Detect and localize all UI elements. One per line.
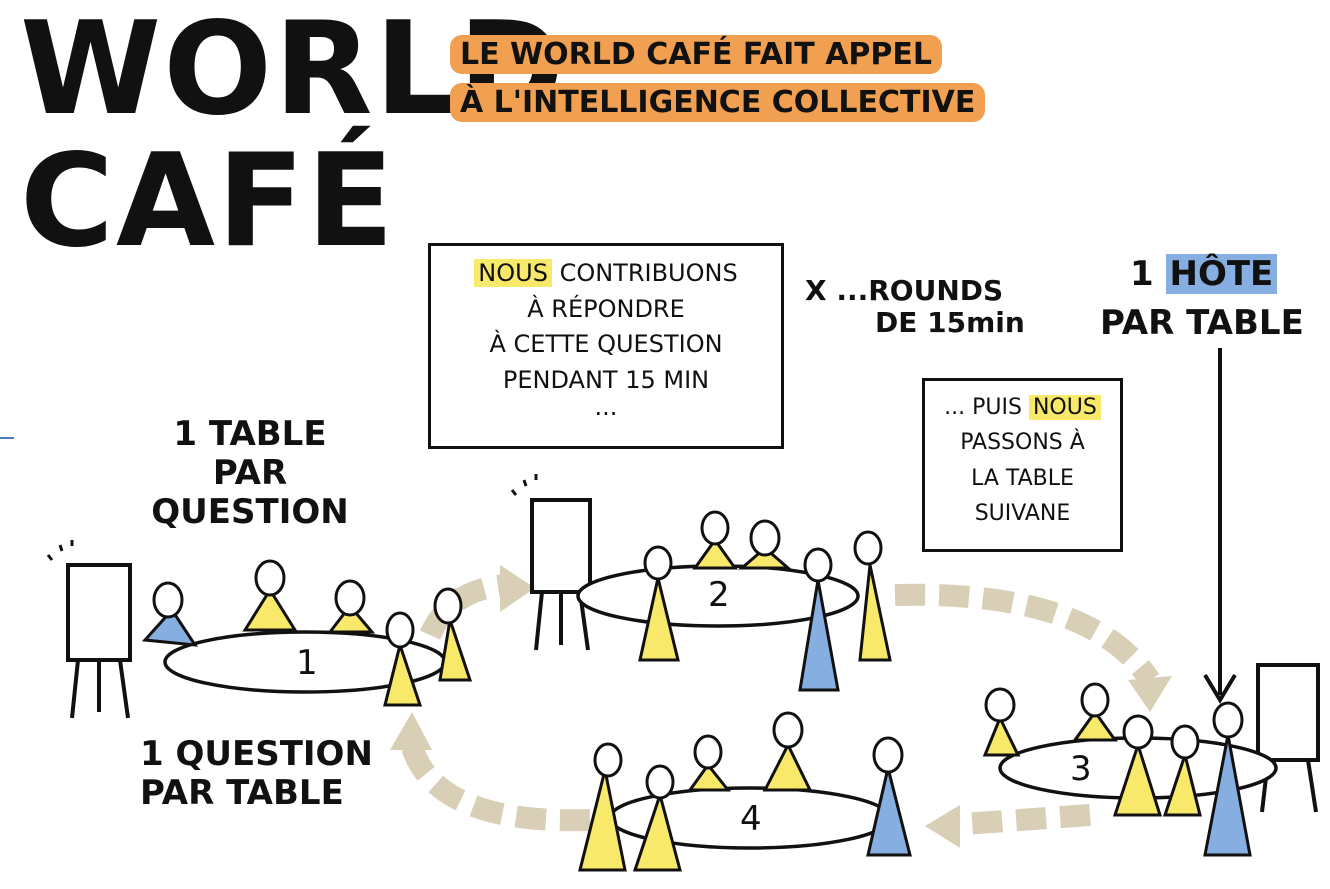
contribution-line-3: À CETTE QUESTION <box>489 330 723 359</box>
tpq-line-1: 1 TABLE <box>173 414 327 454</box>
tpq-line-2: PAR <box>212 453 288 494</box>
subtitle-line-2-text: À L'INTELLIGENCE COLLECTIVE <box>450 83 986 122</box>
contribution-line-4: PENDANT 15 MIN <box>502 365 710 394</box>
table-number-1: 1 <box>296 643 318 683</box>
subtitle-line-2: À L'INTELLIGENCE COLLECTIVE <box>450 83 986 122</box>
rotation-line-1: ... PUIS NOUS <box>925 395 1120 420</box>
rotation-box: ... PUIS NOUS PASSONS À LA TABLE SUIVANE <box>922 378 1123 552</box>
question-per-table-label: 1 QUESTION PAR TABLE <box>140 734 373 814</box>
contribution-box: NOUS CONTRIBUONS À RÉPONDRE À CETTE QUES… <box>428 243 784 449</box>
subtitle-line-1-text: LE WORLD CAFÉ FAIT APPEL <box>450 35 943 74</box>
arrowhead-2 <box>1128 676 1172 712</box>
contribution-line-1: NOUS CONTRIBUONS <box>431 259 781 288</box>
subtitle-line-1: LE WORLD CAFÉ FAIT APPEL <box>450 35 943 74</box>
flipchart-1 <box>66 563 132 719</box>
table-number-4: 4 <box>740 799 762 839</box>
arrow-2-to-3 <box>894 583 1160 687</box>
host-line-2: PAR TABLE <box>1100 303 1304 344</box>
table-number-2: 2 <box>708 575 730 615</box>
table-number-3: 3 <box>1070 749 1092 789</box>
contribution-box-text: NOUS CONTRIBUONS À RÉPONDRE À CETTE QUES… <box>431 259 781 422</box>
flipchart-dots <box>46 474 538 561</box>
arrowhead-1 <box>500 565 535 612</box>
qpt-line-2: PAR TABLE <box>140 773 344 814</box>
title-line-2: CAFÉ <box>20 127 396 276</box>
arrow-3-to-4 <box>949 804 1091 836</box>
contribution-line-5: ... <box>594 393 618 422</box>
tpq-line-3: QUESTION <box>151 492 349 533</box>
participants <box>141 510 1252 872</box>
arrow-4-to-1 <box>399 737 591 832</box>
rounds-line-1: X ...ROUNDS <box>805 274 1004 307</box>
rotation-line-1-pre: ... PUIS <box>944 395 1029 420</box>
host-highlight: HÔTE <box>1165 254 1278 294</box>
flipchart-3 <box>1256 663 1320 813</box>
rounds-label: X ...ROUNDS DE 15min <box>805 274 1025 340</box>
rotation-box-text: ... PUIS NOUS PASSONS À LA TABLE SUIVANE <box>925 395 1120 526</box>
arrow-heads <box>390 565 1172 848</box>
contribution-highlight: NOUS <box>474 259 552 287</box>
host-label: 1 HÔTE PAR TABLE <box>1100 254 1304 344</box>
host-line-1: 1 HÔTE <box>1100 254 1304 294</box>
flipcharts <box>66 498 1320 813</box>
arrowhead-3 <box>925 805 960 848</box>
rounds-line-2: DE 15min <box>875 306 1025 340</box>
rotation-highlight: NOUS <box>1028 395 1101 420</box>
table-per-question-label: 1 TABLE PAR QUESTION <box>150 414 350 533</box>
host-arrow <box>1203 348 1237 704</box>
arrowhead-4 <box>390 712 432 750</box>
contribution-line-2: À RÉPONDRE <box>527 294 685 323</box>
qpt-line-1: 1 QUESTION <box>140 734 373 774</box>
rotation-line-3: LA TABLE <box>971 465 1074 491</box>
host-prefix: 1 <box>1130 254 1166 294</box>
rotation-line-4: SUIVANE <box>974 500 1071 526</box>
rotation-line-2: PASSONS À <box>960 430 1085 456</box>
contribution-line-1-rest: CONTRIBUONS <box>551 259 738 287</box>
flipchart-2 <box>530 498 592 651</box>
